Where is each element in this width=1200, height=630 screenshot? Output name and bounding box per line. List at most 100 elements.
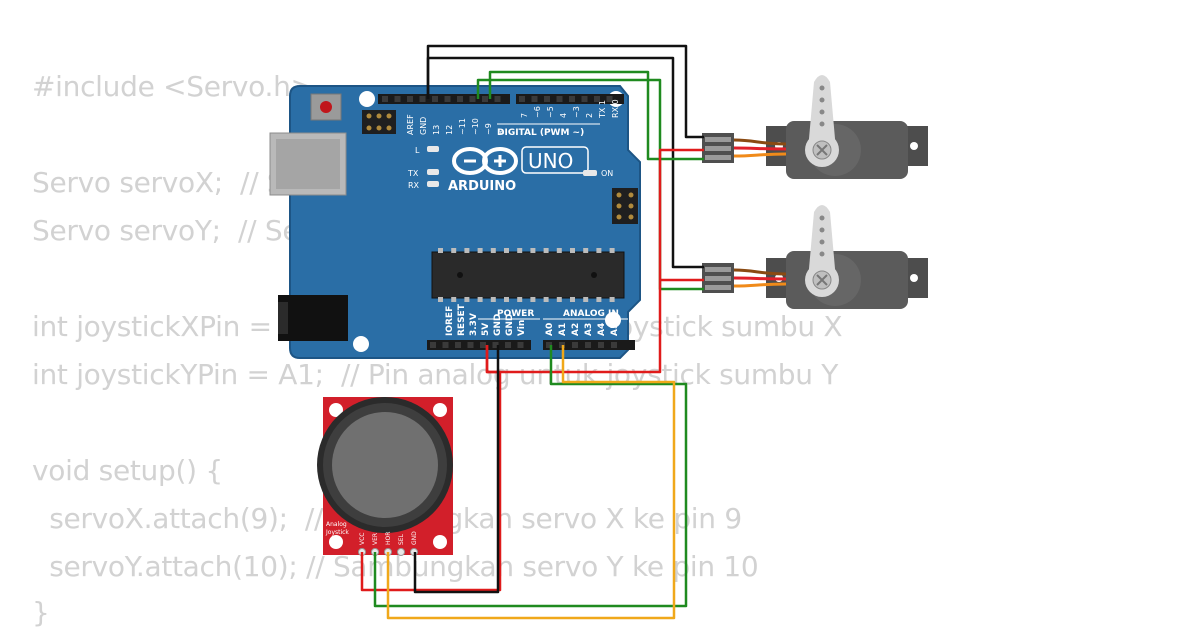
joystick-pin-label: HOR (385, 532, 392, 545)
analog-pin-label: A2 (571, 323, 581, 336)
servo-x-connector (702, 133, 734, 163)
pin-hole (494, 96, 501, 102)
digital-pin-label: ~9 (484, 123, 493, 135)
mounting-hole (353, 336, 369, 352)
icsp-header-right (612, 188, 638, 224)
servo-y-cable (733, 268, 787, 288)
on-led-label: ON (601, 169, 613, 178)
analog-pin-label: A4 (597, 323, 607, 336)
arduino-logo-icon (452, 147, 518, 175)
bottom-pin-holes (430, 342, 617, 348)
atmega-chip (431, 248, 625, 302)
pin-hole (430, 342, 436, 348)
pin-hole (569, 96, 575, 102)
tx-led (427, 169, 439, 175)
pin-hole (611, 342, 617, 348)
code-line: #include <Servo.h> (32, 70, 314, 103)
pin-hole (394, 96, 401, 102)
wire-gnd-servo-y (426, 56, 704, 269)
mounting-hole (359, 91, 375, 107)
digital-pin-label: 12 (445, 125, 454, 135)
digital-pin-label: 2 (585, 113, 594, 118)
pin-hole (598, 342, 604, 348)
analog-pin-label: A1 (558, 323, 568, 336)
pin-hole (519, 96, 525, 102)
wire-gnd-joystick (413, 345, 500, 594)
pin-hole (546, 342, 552, 348)
wire-a1-joystick (386, 345, 676, 620)
servo-y[interactable] (766, 205, 928, 309)
code-line: int joystickYPin = A1; // Pin analog unt… (32, 358, 839, 391)
on-led (583, 170, 597, 176)
rx-led (427, 181, 439, 187)
pin-hole (505, 342, 511, 348)
digital-pin-label: ~3 (572, 106, 581, 118)
joystick-pin-label: GND (411, 531, 418, 545)
pin-hole (572, 342, 578, 348)
analog-pin-label: A0 (545, 323, 555, 336)
pin-hole (432, 96, 438, 102)
pin-hole (469, 96, 476, 102)
model-label-frame (521, 146, 589, 174)
digital-pin-label: 4 (559, 113, 568, 118)
wire-a0-joystick (373, 345, 688, 608)
digital-pin-label: ~5 (546, 106, 555, 118)
pin-hole (419, 96, 426, 102)
pin-hole (457, 96, 463, 102)
pin-hole (594, 96, 600, 102)
power-jack (278, 295, 348, 341)
joystick-pin (397, 548, 405, 556)
wires (360, 44, 704, 620)
pin-hole (531, 96, 538, 102)
analog-label: ANALOG IN (563, 309, 619, 319)
servo-x-cable (733, 138, 787, 158)
digital-pin-label: 13 (432, 125, 441, 135)
joystick-knob[interactable] (332, 412, 438, 518)
code-line: } (32, 596, 50, 629)
joystick-pin-label: SEL (398, 533, 405, 545)
pin-hole (442, 342, 449, 348)
brand-label: ARDUINO (448, 179, 516, 194)
digital-pwm-label: DIGITAL (PWM ~) (497, 128, 584, 138)
l-led (427, 146, 439, 152)
rx-led-label: RX (408, 181, 420, 190)
model-label: UNO (528, 149, 573, 173)
joystick-label-1: Analog (326, 521, 347, 528)
pin-hole (444, 96, 451, 102)
power-label: POWER (497, 309, 534, 319)
pin-hole (455, 342, 461, 348)
code-line: servoX.attach(9); // Sambungkan servo X … (49, 502, 742, 535)
joystick-pin-label: VCC (359, 533, 366, 545)
reset-button[interactable] (310, 93, 342, 121)
pin-hole (544, 96, 550, 102)
servo-x[interactable] (766, 75, 928, 179)
servo-y-connector (702, 263, 734, 293)
joystick-label-2: Joystick (325, 529, 349, 536)
pin-hole (482, 96, 488, 102)
power-pin-label: Vin (517, 320, 527, 336)
pin-hole (581, 96, 588, 102)
power-pin-label: GND (493, 314, 503, 336)
pin-hole (606, 96, 613, 102)
digital-pin-label: ~10 (471, 118, 480, 135)
digital-pin-label: TX 1 (598, 100, 607, 119)
wire-5v-joystick (360, 345, 502, 592)
analog-pin-label: A5 (610, 323, 620, 336)
digital-pin-label: ~6 (533, 106, 542, 118)
power-pin-label: 5V (481, 323, 491, 336)
usb-connector (269, 132, 347, 196)
pin-hole (467, 342, 474, 348)
pin-hole (382, 96, 388, 102)
pin-hole (480, 342, 486, 348)
digital-pin-label: RX 0 (611, 99, 620, 118)
power-pin-label: IOREF (445, 306, 455, 336)
digital-pin-label: 8 (497, 130, 506, 135)
mounting-hole (605, 312, 621, 328)
